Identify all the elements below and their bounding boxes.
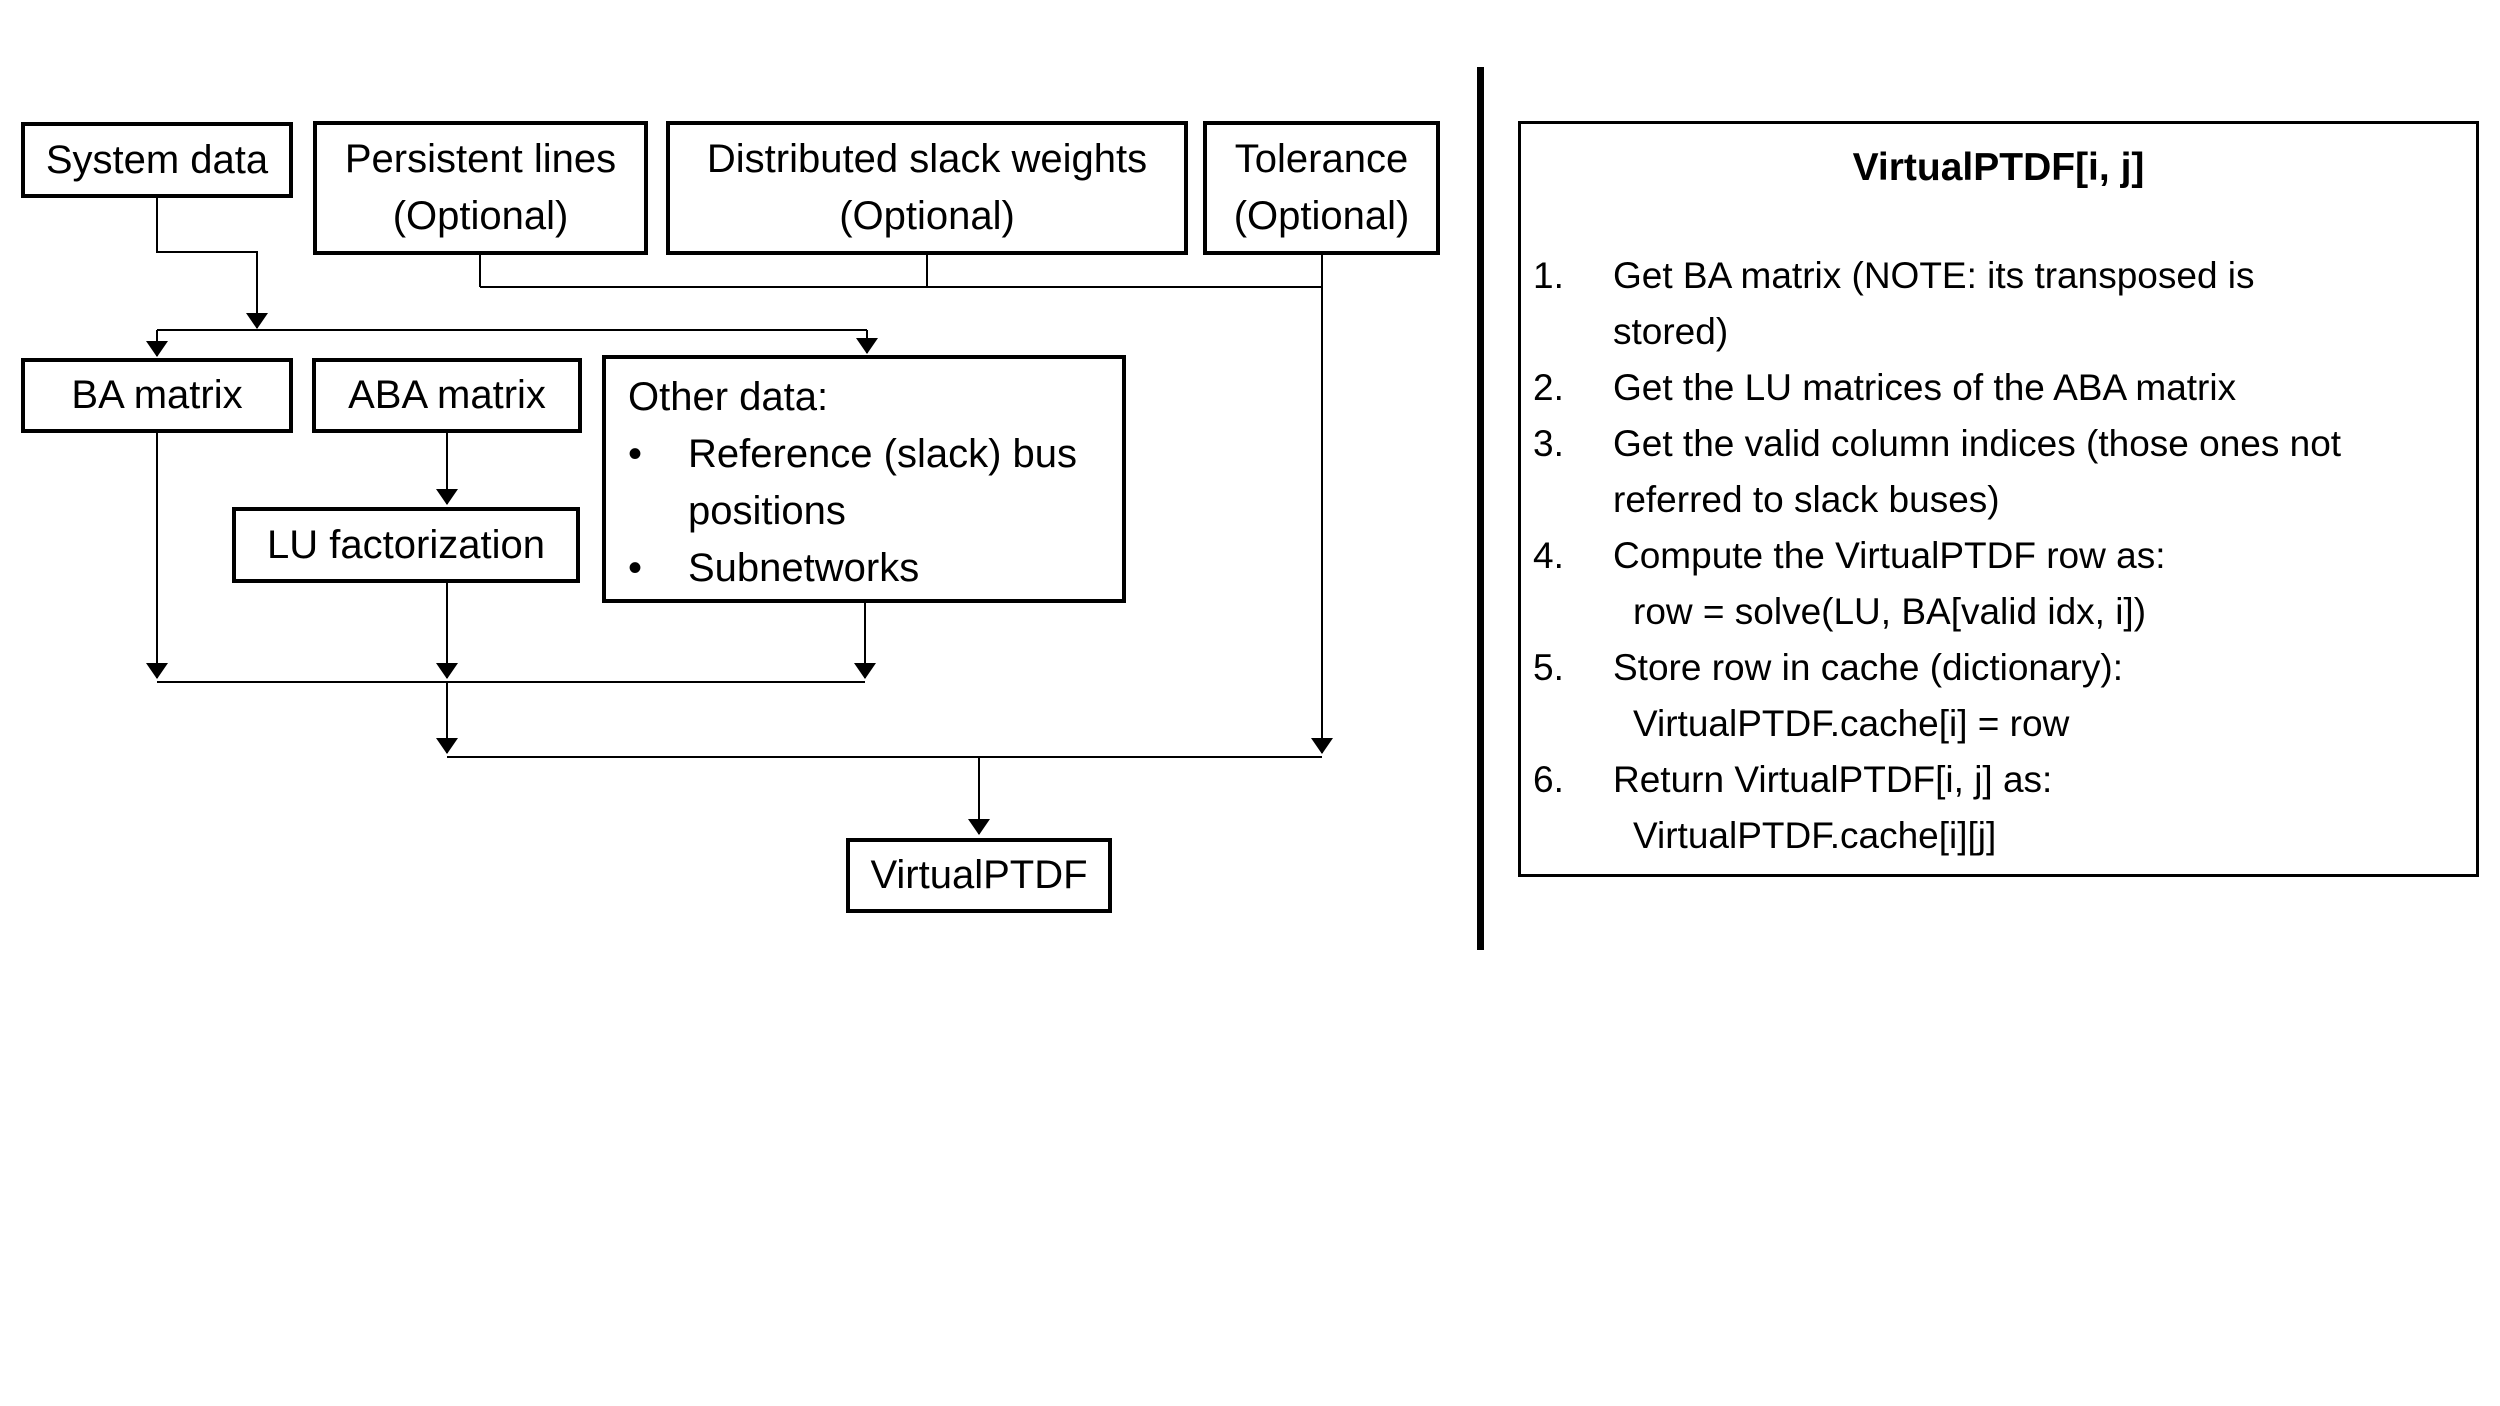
- node-tolerance: Tolerance (Optional): [1203, 121, 1440, 255]
- node-other-data: Other data: • Reference (slack) bus posi…: [602, 355, 1126, 603]
- bullet-icon: •: [628, 432, 643, 476]
- node-label: System data: [45, 137, 269, 182]
- node-sublabel: (Optional): [1233, 194, 1410, 238]
- node-aba-matrix: ABA matrix: [312, 358, 582, 433]
- bullet-label: Reference (slack) bus positions: [688, 432, 1078, 533]
- step-item: 4. Compute the VirtualPTDF row as: row =…: [1533, 528, 2476, 640]
- step-number: 3.: [1533, 423, 1564, 464]
- step-line: stored): [1613, 311, 1729, 352]
- step-line: Get the LU matrices of the ABA matrix: [1613, 367, 2237, 408]
- step-list: 1. Get BA matrix (NOTE: its transposed i…: [1521, 248, 2476, 864]
- bullet-label: Subnetworks: [688, 546, 920, 590]
- step-number: 5.: [1533, 647, 1564, 688]
- node-persistent-lines: Persistent lines (Optional): [313, 121, 648, 255]
- step-line: Return VirtualPTDF[i, j] as:: [1613, 759, 2053, 800]
- step-number: 2.: [1533, 367, 1564, 408]
- node-system-data: System data: [21, 122, 293, 198]
- step-item: 3. Get the valid column indices (those o…: [1533, 416, 2476, 528]
- step-line: Get BA matrix (NOTE: its transposed is: [1613, 255, 2255, 296]
- step-item: 5. Store row in cache (dictionary): Virt…: [1533, 640, 2476, 752]
- node-title: Other data:: [628, 375, 829, 419]
- step-line: referred to slack buses): [1613, 479, 2000, 520]
- node-lu-factorization: LU factorization: [232, 507, 580, 583]
- node-label: VirtualPTDF: [870, 853, 1088, 897]
- step-item: 2. Get the LU matrices of the ABA matrix: [1533, 360, 2476, 416]
- node-label: Tolerance: [1234, 137, 1409, 181]
- bullet-icon: •: [628, 546, 643, 590]
- step-number: 1.: [1533, 255, 1564, 296]
- step-item: 1. Get BA matrix (NOTE: its transposed i…: [1533, 248, 2476, 360]
- node-ba-matrix: BA matrix: [21, 358, 293, 433]
- node-label: Distributed slack weights: [706, 137, 1148, 181]
- node-label: BA matrix: [71, 373, 243, 417]
- node-label: LU factorization: [267, 522, 545, 567]
- bullet-item: • Reference (slack) bus positions: [628, 426, 1088, 540]
- section-divider: [1477, 67, 1484, 950]
- node-sublabel: (Optional): [392, 194, 569, 238]
- step-line: VirtualPTDF.cache[i][j]: [1633, 815, 1997, 856]
- step-line: VirtualPTDF.cache[i] = row: [1633, 703, 2070, 744]
- step-line: Store row in cache (dictionary):: [1613, 647, 2123, 688]
- step-line: Get the valid column indices (those ones…: [1613, 423, 2342, 464]
- node-virtual-ptdf: VirtualPTDF: [846, 838, 1112, 913]
- panel-title: VirtualPTDF[i, j]: [1852, 146, 2145, 189]
- bullet-item: • Subnetworks: [628, 540, 919, 597]
- node-label: Persistent lines: [344, 137, 617, 181]
- node-label: ABA matrix: [348, 373, 546, 417]
- step-line: row = solve(LU, BA[valid idx, i]): [1633, 591, 2147, 632]
- step-line: Compute the VirtualPTDF row as:: [1613, 535, 2166, 576]
- step-number: 6.: [1533, 759, 1564, 800]
- algorithm-panel: VirtualPTDF[i, j] 1. Get BA matrix (NOTE…: [1518, 121, 2479, 877]
- step-item: 6. Return VirtualPTDF[i, j] as: VirtualP…: [1533, 752, 2476, 864]
- node-sublabel: (Optional): [839, 194, 1015, 238]
- step-number: 4.: [1533, 535, 1564, 576]
- node-distributed-slack-weights: Distributed slack weights (Optional): [666, 121, 1188, 255]
